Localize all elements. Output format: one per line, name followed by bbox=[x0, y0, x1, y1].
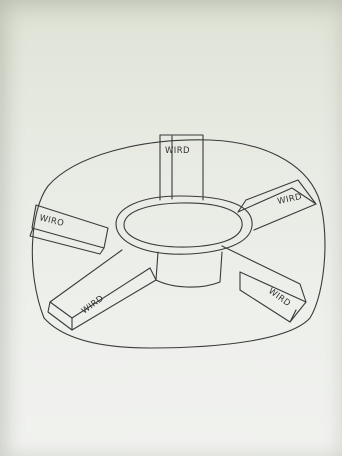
spoke-label-right-upper: WIRD bbox=[277, 192, 304, 207]
central-hub bbox=[116, 196, 252, 287]
spoke-left: WIRO bbox=[30, 205, 108, 254]
spoke-label-top: WIRD bbox=[165, 146, 190, 156]
spoke-label-left: WIRO bbox=[38, 213, 65, 229]
spoke-lower-left: WIRD bbox=[48, 250, 156, 330]
spoke-lower-right: WIRD bbox=[222, 246, 306, 322]
spoke-top: WIRD bbox=[160, 135, 203, 200]
spoke-right-upper: WIRD bbox=[238, 180, 316, 230]
spoke-label-lower-left: WIRD bbox=[80, 294, 106, 317]
